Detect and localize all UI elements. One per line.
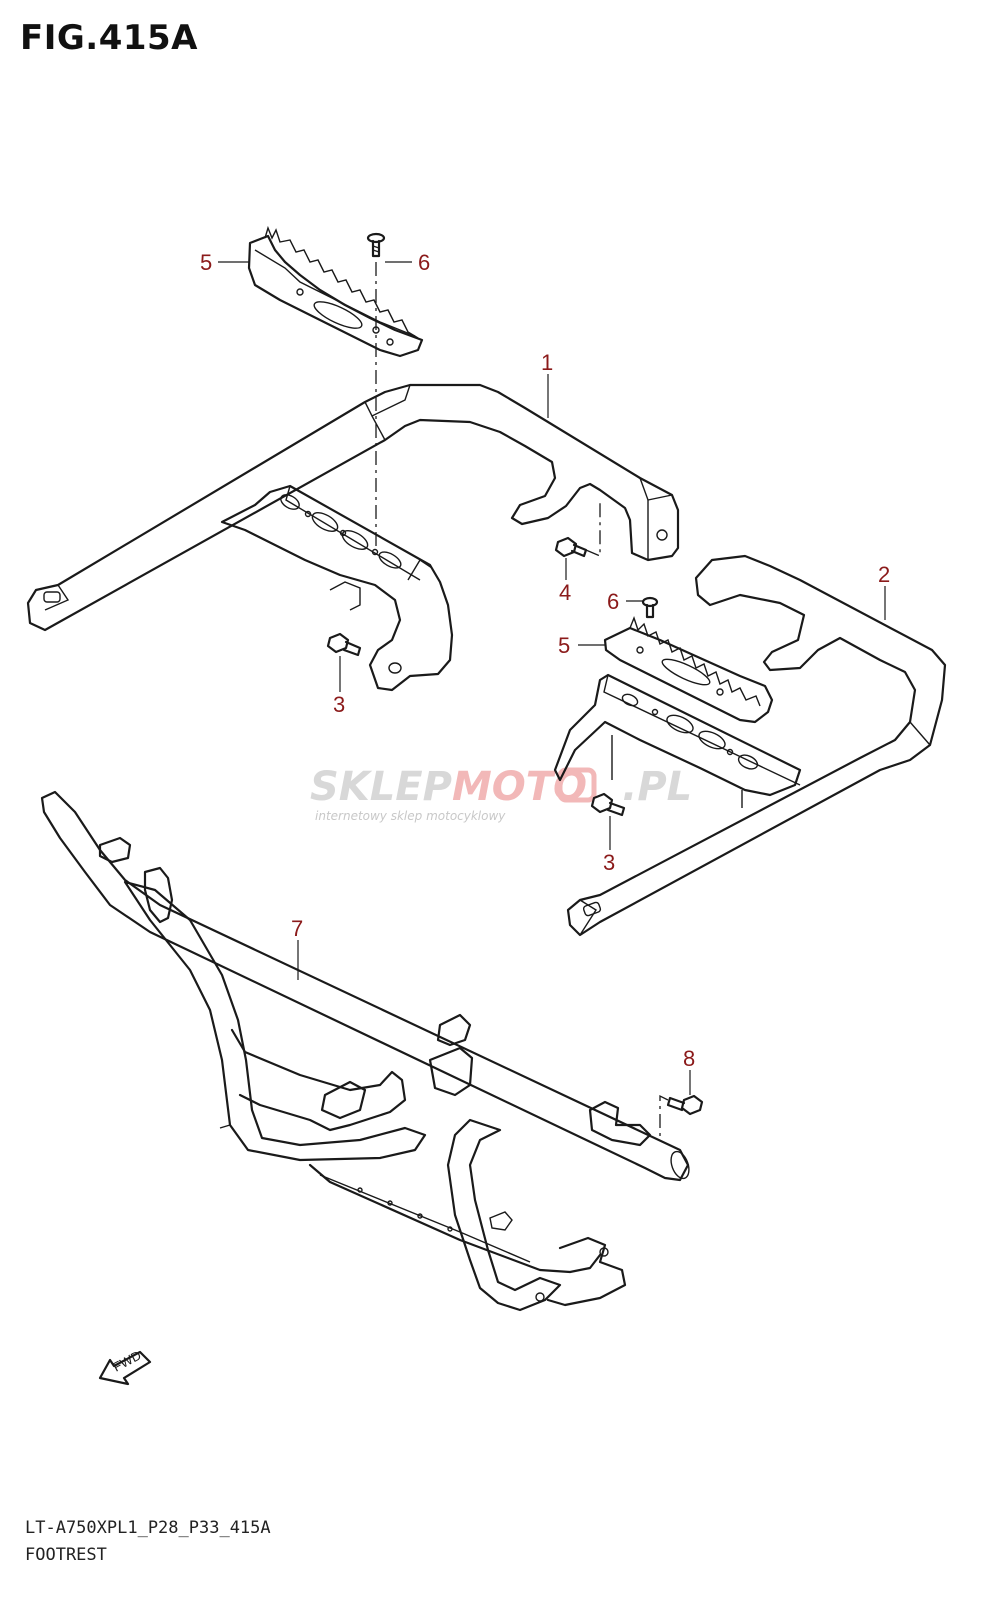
part-5-footrest-plate-right (603, 615, 774, 724)
watermark-brand-left: SKLEP (310, 764, 452, 810)
svg-text:SKLEPMOTO.PL: SKLEPMOTO.PL (310, 764, 692, 810)
part-4-bolt (554, 500, 601, 558)
fwd-label: FWD (110, 1348, 143, 1375)
callout-5-lower: 5 (558, 633, 570, 658)
figure-title: FIG.415A (20, 18, 198, 58)
watermark-logo-icon (557, 767, 597, 803)
callout-6-upper: 6 (418, 250, 430, 275)
callout-5-upper: 5 (200, 250, 212, 275)
watermark: SKLEPMOTO.PL internetowy sklep motocyklo… (310, 764, 692, 823)
watermark-tagline: internetowy sklep motocyklowy (315, 809, 506, 823)
callout-1: 1 (541, 350, 553, 375)
leader-lines (218, 261, 886, 1095)
part-8-bolt (659, 1094, 704, 1140)
part-3-bolt-lower (590, 792, 626, 817)
callout-8: 8 (683, 1046, 695, 1071)
figure-code: LT-A750XPL1_P28_P33_415A (25, 1518, 271, 1538)
part-5-footrest-plate-left (247, 225, 424, 358)
callout-3-lower: 3 (603, 850, 615, 875)
part-3-bolt-upper (326, 632, 362, 657)
callout-3-upper: 3 (333, 692, 345, 717)
fwd-arrow-icon: FWD (98, 1348, 152, 1386)
callout-labels: 5 6 1 4 3 2 6 5 3 7 8 (200, 250, 890, 1071)
part-2-footrest-bracket-right (553, 554, 947, 937)
callout-4: 4 (559, 580, 571, 605)
callout-7: 7 (291, 916, 303, 941)
watermark-brand-right: .PL (622, 764, 692, 810)
part-1-footrest-bracket-left (26, 383, 680, 692)
callout-2: 2 (878, 562, 890, 587)
part-6-screw-upper (366, 232, 386, 258)
part-6-screw-lower (641, 596, 659, 619)
figure-name: FOOTREST (25, 1545, 107, 1565)
part-7-guard-frame (40, 790, 690, 1312)
callout-6-lower: 6 (607, 589, 619, 614)
